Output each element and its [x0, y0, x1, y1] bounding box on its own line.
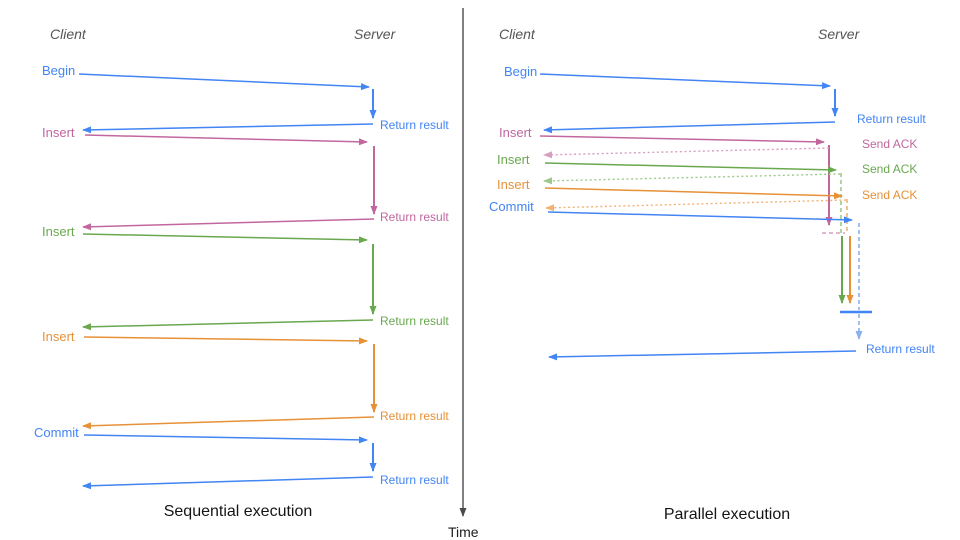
right-op-commit-label: Commit [489, 199, 534, 214]
right-op-insert2-ack: Send ACK [862, 162, 918, 176]
left-op-insert3-arrows [82, 336, 378, 430]
left-server-header: Server [354, 26, 396, 42]
time-axis-label: Time [448, 524, 479, 540]
left-op-insert3-result: Return result [380, 409, 449, 423]
left-op-insert2-label: Insert [42, 224, 75, 239]
right-op-begin-label: Begin [504, 64, 538, 79]
right-op-insert1-label: Insert [499, 125, 532, 140]
left-op-insert1-arrows [82, 134, 378, 231]
right-panel-title: Parallel execution [663, 506, 791, 523]
left-op-insert2-arrows [82, 233, 377, 331]
left-op-insert3-label: Insert [42, 329, 75, 344]
right-op-insert3-label: Insert [497, 177, 530, 192]
left-op-commit-label: Commit [34, 425, 79, 440]
right-op-insert1-arrows [539, 135, 845, 234]
right-op-commit-result: Return result [866, 342, 935, 356]
left-op-commit-result: Return result [380, 473, 449, 487]
right-op-insert2-label: Insert [497, 152, 530, 167]
right-op-begin-arrows [539, 73, 839, 134]
right-client-header: Client [499, 26, 535, 42]
left-op-begin-result: Return result [380, 118, 449, 132]
left-client-header: Client [50, 26, 86, 42]
left-op-begin-label: Begin [42, 63, 76, 78]
left-op-commit-arrows [82, 434, 377, 490]
right-op-insert1-ack: Send ACK [862, 137, 918, 151]
left-op-insert2-result: Return result [380, 314, 449, 328]
right-op-insert3-arrows [544, 187, 854, 304]
right-server-header: Server [818, 26, 860, 42]
left-panel-title: Sequential execution [163, 503, 313, 520]
left-op-insert1-result: Return result [380, 210, 449, 224]
left-op-begin-arrows [78, 73, 377, 134]
left-op-insert1-label: Insert [42, 125, 75, 140]
right-op-insert3-ack: Send ACK [862, 188, 918, 202]
right-op-commit-arrows [547, 211, 872, 361]
right-op-begin-result: Return result [857, 112, 926, 126]
right-op-insert2-arrows [543, 162, 846, 304]
